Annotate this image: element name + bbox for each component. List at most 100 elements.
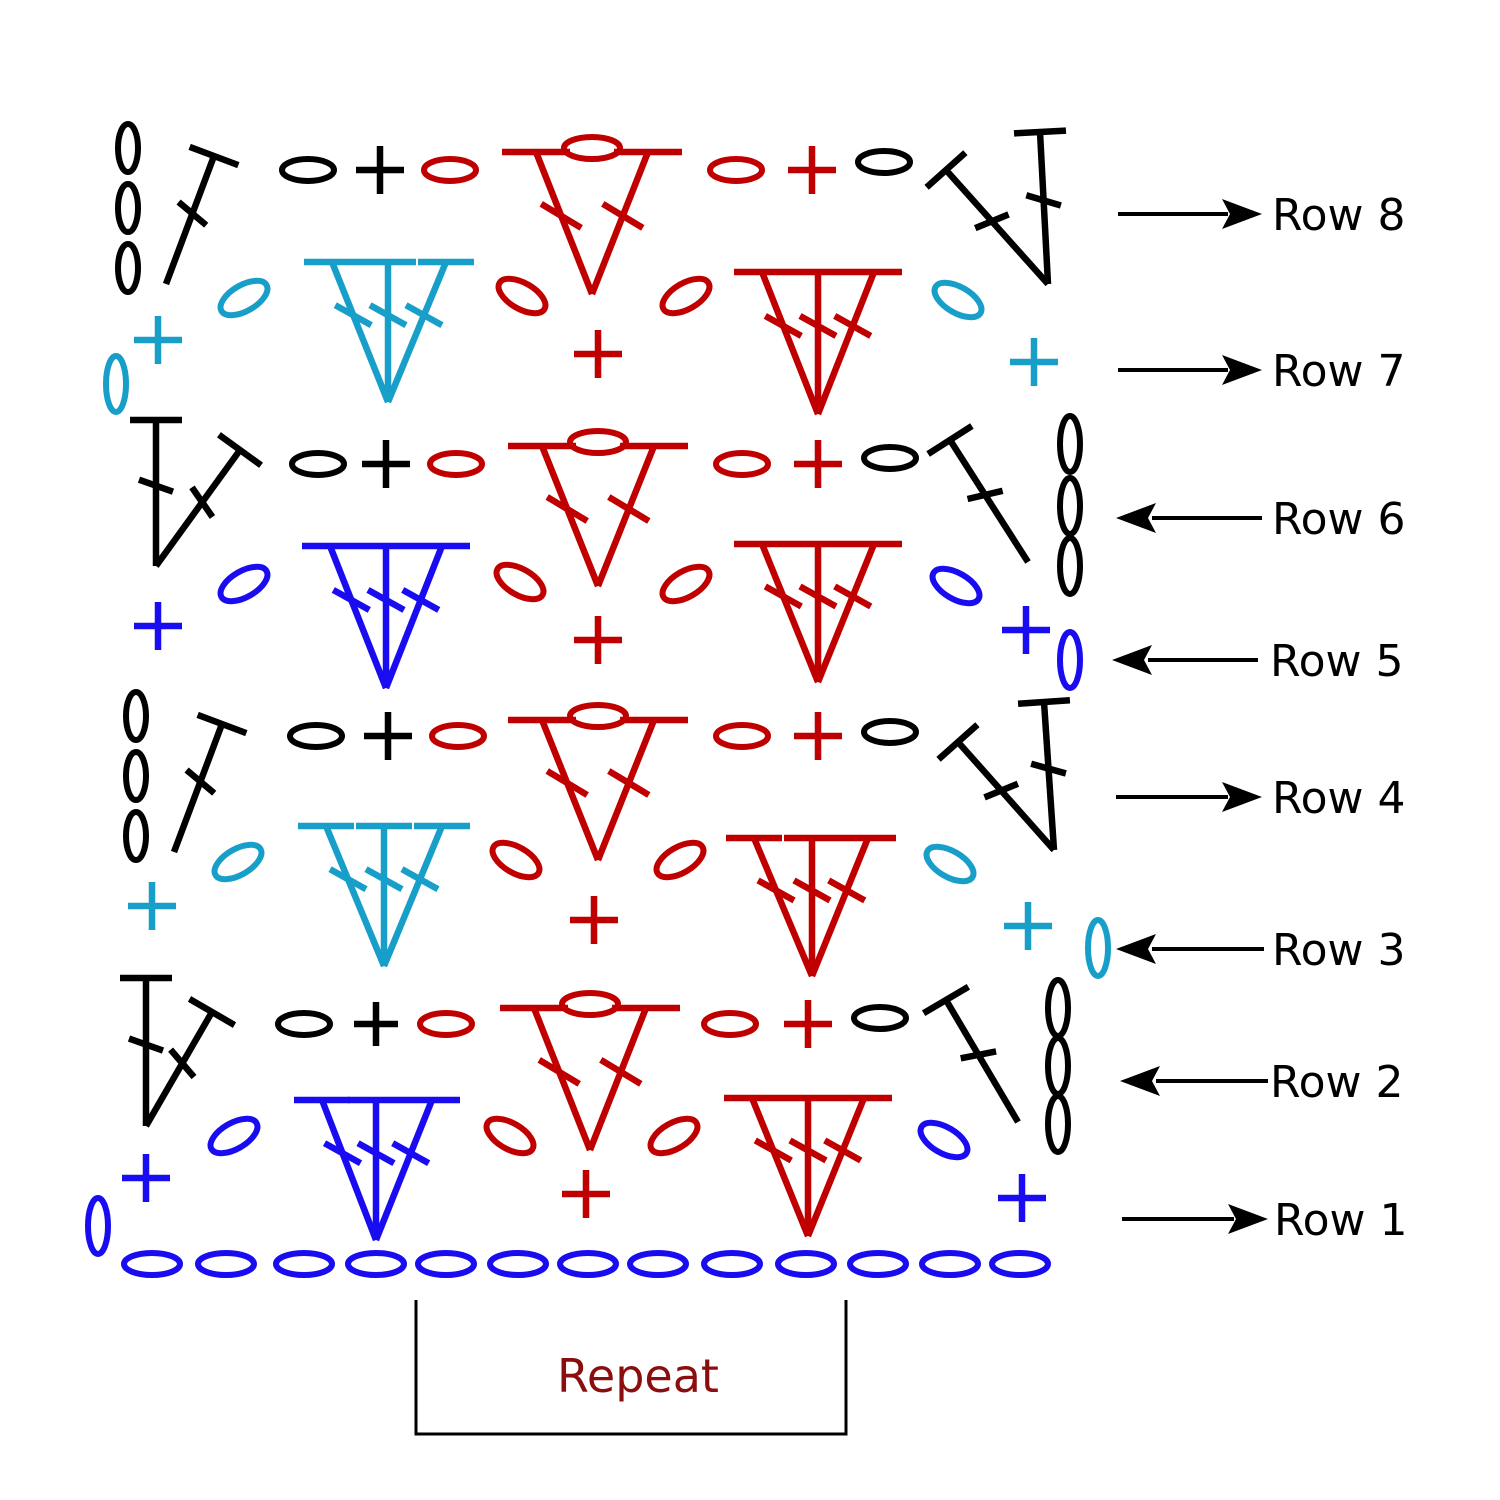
row-4-indicator: Row 4 xyxy=(1116,773,1405,824)
shell xyxy=(294,1096,460,1242)
chain-stitch xyxy=(653,839,707,881)
chain-stitch xyxy=(1057,535,1083,597)
single-crochet xyxy=(1010,338,1058,386)
chain-stitch xyxy=(1057,629,1083,691)
row-7-label: Row 7 xyxy=(1272,346,1405,397)
double-crochet xyxy=(153,432,263,568)
single-crochet xyxy=(1002,606,1050,654)
chain-stitch xyxy=(713,722,771,750)
row-7-indicator: Row 7 xyxy=(1118,346,1405,397)
row-2-label: Row 2 xyxy=(1270,1057,1403,1108)
shell xyxy=(726,834,896,978)
double-crochet xyxy=(120,974,172,1126)
chain-stitch xyxy=(851,1004,909,1032)
double-crochet xyxy=(926,423,1031,564)
row-3-arrow xyxy=(1116,934,1264,964)
row-1-label: Row 1 xyxy=(1274,1195,1407,1246)
chain-stitch xyxy=(345,1250,407,1278)
row-4-arrow xyxy=(1116,782,1262,812)
repeat-bracket: Repeat xyxy=(414,1300,848,1436)
chain-stitch xyxy=(493,561,547,603)
chain-stitch xyxy=(287,722,345,750)
chain-stitch xyxy=(123,809,149,863)
row-1-arrow xyxy=(1122,1204,1268,1234)
single-crochet xyxy=(794,712,842,760)
chain-stitch xyxy=(103,353,129,415)
double-crochet xyxy=(936,722,1057,853)
chain-stitch xyxy=(273,1250,335,1278)
row-3-indicator: Row 3 xyxy=(1116,925,1405,976)
chain-stitch xyxy=(1045,1093,1071,1155)
shell xyxy=(302,542,470,690)
shell xyxy=(734,540,902,684)
chain-stitch xyxy=(275,1010,333,1038)
single-crochet xyxy=(1004,902,1052,950)
chain-stitch xyxy=(123,749,149,803)
shell xyxy=(298,822,470,968)
chain-stitch xyxy=(861,718,919,746)
row-5-indicator: Row 5 xyxy=(1112,636,1403,687)
chain-stitch xyxy=(495,275,549,317)
chain-stitch xyxy=(929,565,983,607)
chain-stitch xyxy=(861,444,919,472)
chain-stitch xyxy=(917,1119,971,1161)
v-stitch xyxy=(502,134,682,296)
shell xyxy=(734,268,902,416)
stitch-symbols xyxy=(85,121,1111,1278)
row-6-arrow xyxy=(1116,503,1262,533)
row-5-label: Row 5 xyxy=(1270,636,1403,687)
chain-stitch xyxy=(417,1010,475,1038)
row-6-indicator: Row 6 xyxy=(1116,494,1405,545)
row-5-arrow xyxy=(1112,645,1258,675)
chain-stitch xyxy=(207,1115,261,1157)
chain-stitch xyxy=(121,1250,183,1278)
chain-stitch xyxy=(659,275,713,317)
single-crochet xyxy=(574,330,622,378)
shell xyxy=(304,258,474,404)
single-crochet xyxy=(562,1170,610,1218)
chain-stitch xyxy=(429,722,487,750)
chain-stitch xyxy=(775,1250,837,1278)
chain-stitch xyxy=(115,121,141,175)
double-crochet xyxy=(170,711,248,854)
v-stitch xyxy=(508,702,688,862)
chain-stitch xyxy=(919,1250,981,1278)
single-crochet xyxy=(998,1174,1046,1222)
row-7-arrow xyxy=(1118,355,1262,385)
row-3-label: Row 3 xyxy=(1272,925,1405,976)
row-2-indicator: Row 2 xyxy=(1120,1057,1403,1108)
chain-stitch xyxy=(923,843,977,885)
double-crochet xyxy=(921,983,1021,1124)
row-4-label: Row 4 xyxy=(1272,773,1405,824)
single-crochet xyxy=(364,712,412,760)
chain-stitch xyxy=(289,450,347,478)
single-crochet xyxy=(570,896,618,944)
v-stitch xyxy=(508,428,688,588)
row-1-indicator: Row 1 xyxy=(1122,1195,1407,1246)
chain-stitch xyxy=(701,1250,763,1278)
double-crochet xyxy=(924,150,1051,287)
chain-stitch xyxy=(1057,475,1083,537)
single-crochet xyxy=(354,1002,398,1046)
chain-stitch xyxy=(701,1010,759,1038)
single-crochet xyxy=(128,882,176,930)
single-crochet xyxy=(122,1154,170,1202)
chain-stitch xyxy=(415,1250,477,1278)
single-crochet xyxy=(356,146,404,194)
chain-stitch xyxy=(557,1250,619,1278)
single-crochet xyxy=(784,1000,832,1048)
chain-stitch xyxy=(483,1115,537,1157)
chain-stitch xyxy=(487,1250,549,1278)
double-crochet xyxy=(143,996,237,1128)
single-crochet xyxy=(794,440,842,488)
shell xyxy=(724,1094,892,1238)
chain-stitch xyxy=(85,1195,111,1257)
double-crochet xyxy=(1017,697,1071,851)
chain-stitch xyxy=(989,1250,1051,1278)
chain-stitch xyxy=(489,839,543,881)
chain-stitch xyxy=(931,279,985,321)
single-crochet xyxy=(574,616,622,664)
v-stitch xyxy=(500,990,680,1152)
chain-stitch xyxy=(421,156,479,184)
